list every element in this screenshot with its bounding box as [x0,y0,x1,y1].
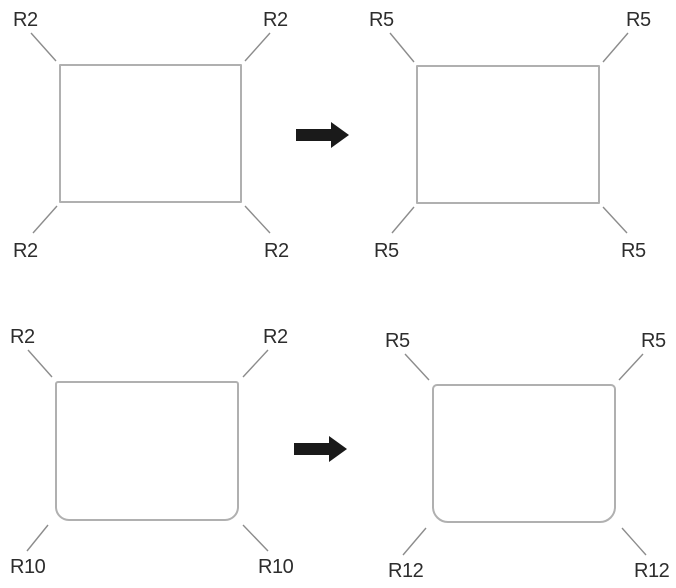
right-arrow-icon [296,122,349,148]
corner-radius-label: R5 [385,330,410,352]
corner-radius-label: R5 [641,330,666,352]
corner-radius-label: R10 [10,556,46,578]
corner-radius-label: R2 [263,326,288,348]
leader-line [602,206,628,234]
leader-line [618,353,644,381]
panel-top-right: R5 R5 R5 R5 [338,0,676,294]
leader-line [402,527,427,556]
leader-line [602,32,629,63]
leader-line [242,349,269,378]
leader-line [27,349,53,378]
corner-radius-label: R12 [388,560,424,582]
leader-line [389,32,415,63]
rectangle-shape [55,381,239,521]
leader-line [404,353,430,381]
leader-line [244,205,271,234]
corner-radius-label: R5 [626,9,651,31]
right-arrow-icon [294,436,347,462]
corner-radius-label: R12 [634,560,670,582]
corner-radius-label: R10 [258,556,294,578]
leader-line [26,524,49,552]
leader-line [621,527,647,556]
leader-line [244,32,271,62]
corner-radius-label: R2 [13,240,38,262]
panel-bottom-left: R2 R2 R10 R10 [0,294,338,588]
panel-bottom-right: R5 R5 R12 R12 [338,294,676,588]
rectangle-shape [59,64,242,203]
corner-radius-label: R5 [621,240,646,262]
leader-line [32,205,58,234]
corner-radius-label: R5 [369,9,394,31]
leader-line [30,32,57,62]
corner-radius-label: R2 [264,240,289,262]
leader-line [242,524,269,552]
leader-line [391,206,415,234]
corner-radius-label: R2 [263,9,288,31]
rectangle-shape [416,65,600,204]
corner-radius-label: R5 [374,240,399,262]
corner-radius-label: R2 [13,9,38,31]
corner-radius-label: R2 [10,326,35,348]
rectangle-shape [432,384,616,523]
panel-top-left: R2 R2 R2 R2 [0,0,338,294]
